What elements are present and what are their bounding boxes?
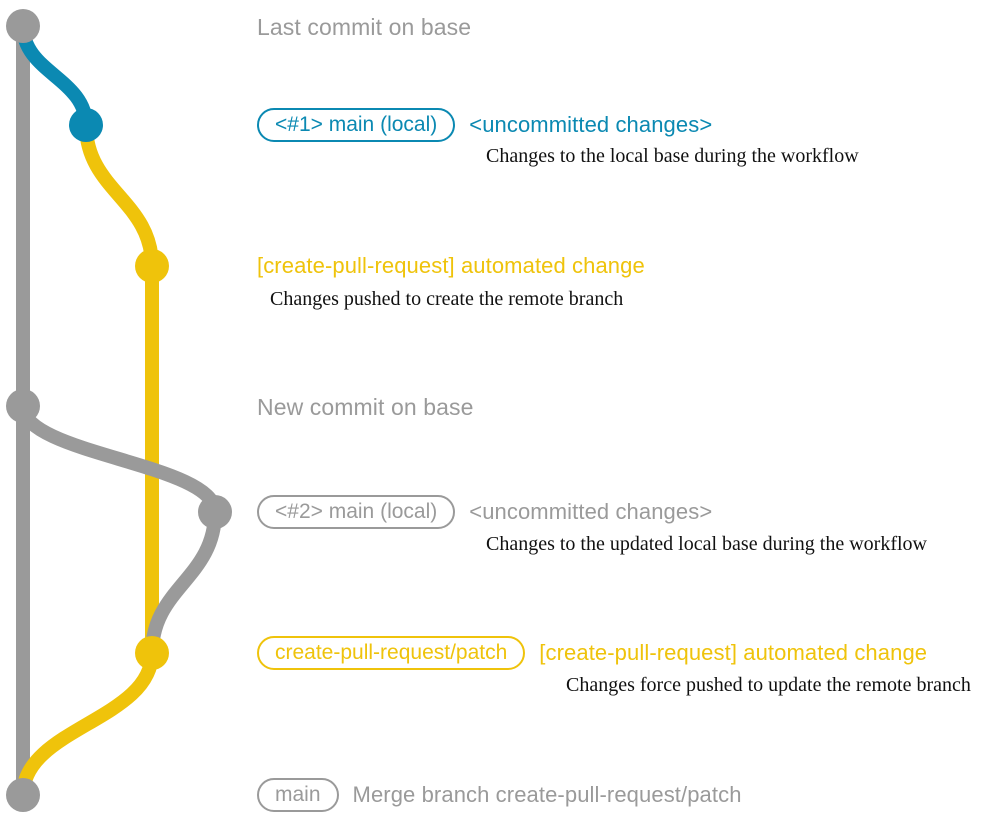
row-new-commit-on-base: New commit on base xyxy=(257,390,474,424)
row-local-main-2: <#2> main (local) <uncommitted changes> xyxy=(257,495,712,529)
commit-subject-automated-change-1: [create-pull-request] automated change xyxy=(257,253,645,278)
ref-pill-create-pull-request-patch[interactable]: create-pull-request/patch xyxy=(257,636,526,670)
row-automated-change-1: [create-pull-request] automated change xyxy=(257,249,645,283)
ref-pill-local-main-1-label: <#1> main (local) xyxy=(275,112,438,136)
row-local-main-1: <#1> main (local) <uncommitted changes> xyxy=(257,108,712,142)
commit-node-base-head[interactable] xyxy=(6,9,40,43)
ref-pill-create-pull-request-patch-label: create-pull-request/patch xyxy=(275,640,508,664)
commit-node-patch-1[interactable] xyxy=(135,249,169,283)
heading-new-commit-on-base: New commit on base xyxy=(257,393,474,420)
commit-node-patch-2[interactable] xyxy=(135,636,169,670)
commit-description-automated-change-2: Changes force pushed to update the remot… xyxy=(566,674,971,696)
heading-last-commit-on-base: Last commit on base xyxy=(257,13,472,40)
ref-pill-main[interactable]: main xyxy=(257,778,339,812)
ref-pill-local-main-1[interactable]: <#1> main (local) xyxy=(257,108,456,142)
commit-node-merge[interactable] xyxy=(6,778,40,812)
ref-pill-main-label: main xyxy=(275,782,321,806)
commit-subject-local-main-2: <uncommitted changes> xyxy=(469,499,713,524)
edge-patch-2-to-merge xyxy=(16,646,159,802)
commit-subject-merge: Merge branch create-pull-request/patch xyxy=(352,782,742,807)
row-automated-change-2: create-pull-request/patch [create-pull-r… xyxy=(257,636,927,670)
edge-base-new-to-local-2 xyxy=(16,399,222,519)
commit-node-base-new[interactable] xyxy=(6,389,40,423)
row-last-commit-on-base: Last commit on base xyxy=(257,10,471,44)
commit-node-local-2[interactable] xyxy=(198,495,232,529)
commit-description-local-main-2: Changes to the updated local base during… xyxy=(486,533,927,555)
row-merge-commit: main Merge branch create-pull-request/pa… xyxy=(257,778,742,812)
commit-subject-local-main-1: <uncommitted changes> xyxy=(469,112,713,137)
commit-description-automated-change-1: Changes pushed to create the remote bran… xyxy=(270,288,624,310)
commit-description-local-main-1: Changes to the local base during the wor… xyxy=(486,145,859,167)
edge-local-1-to-patch-1 xyxy=(79,118,159,273)
edge-local-2-to-patch-2 xyxy=(145,505,222,660)
commit-node-local-1[interactable] xyxy=(69,108,103,142)
ref-pill-local-main-2[interactable]: <#2> main (local) xyxy=(257,495,456,529)
ref-pill-local-main-2-label: <#2> main (local) xyxy=(275,499,438,523)
commit-subject-automated-change-2: [create-pull-request] automated change xyxy=(539,640,928,665)
commit-graph xyxy=(6,9,232,812)
